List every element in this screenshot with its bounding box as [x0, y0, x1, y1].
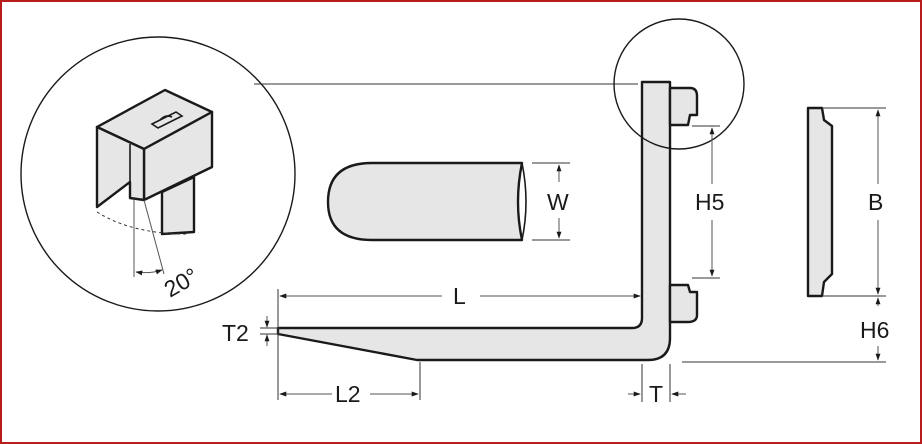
label-L: L: [453, 283, 466, 309]
label-H6: H6: [860, 317, 889, 343]
fork-top-view: [326, 161, 524, 242]
label-W: W: [547, 189, 569, 215]
label-T: T: [649, 381, 663, 407]
fork-side-profile: [276, 80, 699, 362]
label-H5: H5: [695, 189, 724, 215]
carriage-plate-profile: [806, 106, 834, 298]
detail-circle: [20, 36, 296, 312]
heel-detail-marker: [613, 18, 745, 150]
label-L2: L2: [335, 381, 361, 407]
label-B: B: [868, 189, 883, 215]
label-T2: T2: [222, 320, 249, 346]
